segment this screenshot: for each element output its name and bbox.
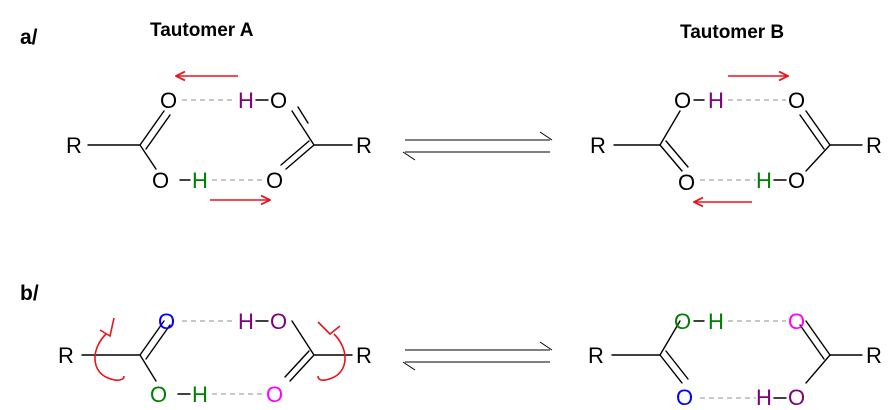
atom-h: H [756,385,772,410]
atom-h: H [192,382,208,407]
bond-c-o-right [805,354,831,384]
bond-c-o-right [291,320,315,356]
rotamer-left-structure: R O H O O H O R [58,309,372,407]
atom-r: R [356,133,372,158]
atom-o: O [678,170,695,195]
bond-c-o-double [139,110,171,150]
tautomer-a-structure: R O H O O H O R [66,76,372,200]
forward-arrow [405,131,553,141]
equilibrium-arrows [402,341,553,371]
atom-o: O [674,88,691,113]
atom-o: O [266,382,283,407]
atom-o: O [160,88,177,113]
bond-c-oh [139,354,157,382]
atom-h: H [708,88,724,113]
atom-r: R [356,343,372,368]
tautomer-a-heading: Tautomer A [150,20,254,41]
atom-r: R [590,133,606,158]
rotation-arrow-head [317,321,341,336]
atom-h: H [756,168,772,193]
panel-label-a: a/ [20,26,38,49]
forward-arrow [405,341,553,351]
atom-o: O [158,309,175,334]
tautomer-b-structure: R O H O O H O R [590,76,882,202]
atom-h: H [192,168,208,193]
bond-c-o-double-right [799,320,831,360]
equilibrium-arrows [402,131,553,161]
bond-c-o-double [139,320,171,360]
panel-label-b: b/ [20,282,39,305]
atom-o: O [788,88,805,113]
tautomer-b-heading: Tautomer B [680,22,784,43]
atom-o: O [788,385,805,410]
atom-o: O [266,168,283,193]
bond-c-oh [139,144,157,170]
atom-o: O [676,385,693,410]
bond-c-o-right [291,106,315,146]
atom-o: O [674,309,691,334]
atom-o: O [788,309,805,334]
rotamer-right-structure: R O H O O H O R [588,309,882,410]
atom-o: O [270,88,287,113]
bond-c-o-double-right [799,110,831,150]
atom-h: H [708,309,724,334]
atom-r: R [66,133,82,158]
bond-c-o-double-right [284,350,315,382]
bond-c-oh [659,320,681,356]
bond-c-oh [659,110,681,146]
atom-h: H [238,309,254,334]
atom-o: O [788,168,805,193]
bond-c-o-right [805,144,831,172]
rotation-arrow [94,333,125,381]
bond-c-o-double [659,140,689,172]
atom-o: O [152,168,169,193]
atom-r: R [866,343,882,368]
atom-r: R [588,343,604,368]
atom-o: O [270,309,287,334]
atom-r: R [58,343,74,368]
bond-c-o-double-right [280,140,315,170]
reverse-arrow [402,151,550,161]
bond-c-o-double [659,350,689,384]
reverse-arrow [402,361,550,371]
atom-o: O [150,382,167,407]
atom-r: R [866,133,882,158]
rotation-arrow [317,333,346,381]
atom-h: H [238,88,254,113]
rotation-arrow-head [99,317,115,338]
